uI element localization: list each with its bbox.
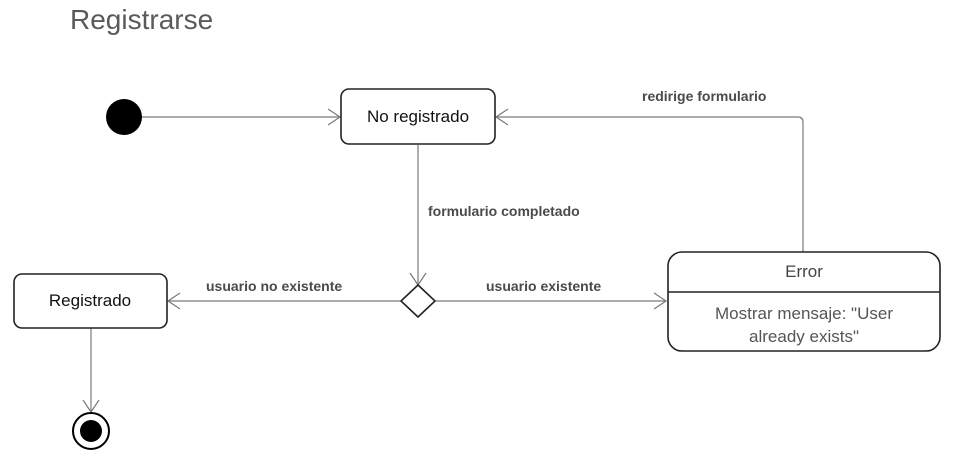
final-node-core — [80, 420, 102, 442]
arrowhead-initial — [327, 108, 342, 126]
label-usuario-existente: usuario existente — [486, 278, 601, 294]
state-error-body-line1: Mostrar mensaje: "User — [715, 304, 893, 323]
state-registrado: Registrado — [13, 273, 168, 329]
label-redirige-formulario: redirige formulario — [642, 88, 766, 104]
initial-node — [106, 99, 142, 135]
arrowhead-no-registrado — [494, 108, 509, 126]
arrowhead-registrado — [166, 292, 181, 310]
state-error: Error Mostrar mensaje: "User already exi… — [667, 251, 941, 352]
state-error-name: Error — [785, 262, 823, 281]
state-no-registrado: No registrado — [340, 88, 496, 145]
state-registrado-box — [13, 273, 168, 329]
diagram-title: Registrarse — [70, 4, 214, 35]
state-error-body-line2: already exists" — [749, 327, 859, 346]
label-usuario-no-existente: usuario no existente — [206, 278, 342, 294]
state-no-registrado-box — [340, 88, 496, 145]
arrowhead-error — [653, 292, 668, 310]
edges — [82, 108, 804, 414]
state-error-box — [667, 251, 941, 352]
final-node — [72, 412, 110, 450]
edge-error-to-no-registrado — [496, 116, 804, 252]
label-formulario-completado: formulario completado — [428, 203, 580, 219]
state-registrado-label: Registrado — [49, 291, 131, 310]
decision-node — [399, 283, 437, 319]
state-no-registrado-label: No registrado — [367, 107, 469, 126]
